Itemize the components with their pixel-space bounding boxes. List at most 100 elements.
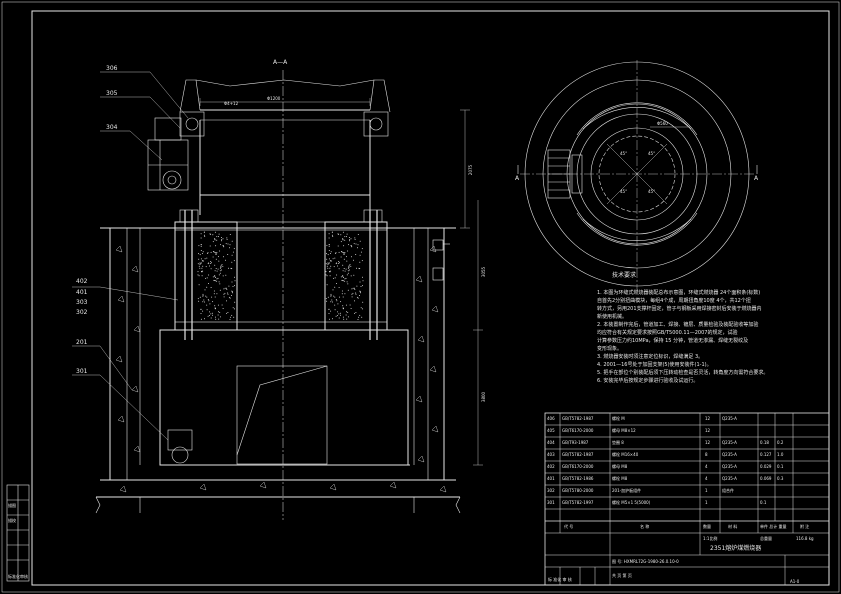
concrete-dot: [209, 265, 210, 267]
parts-cell: 0.127: [760, 452, 772, 457]
concrete-dot: [199, 296, 201, 298]
concrete-dot: [348, 244, 350, 246]
concrete-dot: [347, 272, 349, 274]
part-label: 402: [76, 278, 88, 285]
concrete-dot: [227, 292, 229, 294]
concrete-dot: [215, 245, 217, 247]
total-weight: 116.8 kg: [796, 536, 814, 541]
concrete-dot: [329, 275, 331, 277]
concrete-dot: [233, 248, 235, 250]
concrete-dot: [354, 300, 355, 302]
concrete-dot: [219, 267, 221, 269]
concrete-dot: [347, 289, 349, 291]
burner-body: [174, 209, 388, 340]
concrete-dot: [232, 251, 234, 253]
concrete-dot: [228, 267, 229, 269]
parts-cell: 0.18: [760, 440, 769, 445]
concrete-dot: [337, 245, 339, 247]
concrete-dot: [343, 307, 344, 309]
concrete-dot: [325, 298, 327, 300]
concrete-dot: [345, 256, 347, 258]
concrete-dot: [334, 286, 336, 288]
concrete-dot: [223, 256, 224, 258]
concrete-dot: [198, 253, 199, 255]
plan-view: [517, 60, 758, 290]
concrete-dot: [231, 254, 233, 256]
concrete-dot: [226, 288, 228, 290]
concrete-dot: [209, 303, 211, 305]
concrete-dot: [218, 274, 220, 276]
concrete-dot: [211, 312, 213, 314]
parts-cell: 12: [705, 416, 711, 421]
concrete-dot: [212, 314, 213, 316]
concrete-dot: [329, 270, 330, 272]
concrete-dot: [334, 252, 336, 254]
concrete-dot: [199, 262, 201, 264]
concrete-dot: [346, 311, 347, 313]
concrete-dot: [349, 264, 351, 266]
concrete-dot: [357, 319, 359, 320]
concrete-dot: [343, 253, 345, 255]
concrete-dot: [230, 316, 232, 318]
concrete-dot: [213, 279, 215, 281]
left-strip-label: 标准化审核: [8, 574, 28, 579]
concrete-dot: [229, 247, 230, 249]
concrete-dot: [330, 270, 332, 272]
concrete-dot: [328, 245, 330, 247]
concrete-dot: [346, 274, 348, 276]
concrete-dot: [331, 260, 333, 262]
concrete-dot: [205, 295, 207, 297]
concrete-dot: [210, 317, 212, 319]
concrete-dot: [222, 245, 224, 247]
concrete-dot: [351, 246, 353, 248]
concrete-dot: [328, 313, 330, 314]
concrete-dot: [205, 277, 207, 279]
concrete-dot: [216, 280, 218, 282]
concrete-dot: [212, 234, 214, 236]
concrete-dot: [205, 266, 207, 268]
concrete-dot: [361, 316, 363, 318]
concrete-dot: [210, 233, 212, 235]
concrete-dot: [347, 250, 349, 252]
concrete-dot: [345, 314, 347, 316]
concrete-dot: [342, 270, 344, 272]
title-block: [544, 412, 830, 586]
concrete-dot: [347, 267, 349, 269]
concrete-dot: [336, 300, 338, 302]
concrete-dot: [227, 293, 229, 295]
concrete-dot: [336, 274, 338, 276]
parts-cell: GB/T5782-1987: [562, 452, 594, 457]
concrete-dot: [230, 267, 232, 269]
concrete-dot: [330, 310, 332, 312]
parts-cell: 0.1: [777, 464, 784, 469]
concrete-dot: [219, 270, 221, 272]
concrete-dot: [342, 252, 344, 253]
concrete-dot: [342, 276, 344, 278]
parts-cell: 螺母 M8×12: [612, 428, 636, 433]
concrete-dot: [359, 314, 361, 316]
concrete-dot: [216, 278, 218, 280]
concrete-dot: [224, 287, 226, 289]
tech-note-line: 自首先2分别扭曲模块，每组4个成，周期扭角度10度 4个，共12个扭: [597, 298, 751, 304]
concrete-dot: [231, 292, 233, 294]
concrete-dot: [201, 253, 203, 254]
dim-angle: 45°: [648, 151, 656, 156]
concrete-dot: [226, 312, 228, 314]
concrete-dot: [346, 281, 348, 283]
concrete-dot: [218, 311, 219, 313]
concrete-dot: [331, 299, 333, 301]
concrete-dot: [222, 238, 224, 240]
left-strip-label: 描图: [8, 503, 16, 508]
concrete-dot: [215, 307, 216, 309]
tech-note-line: 5. 把手在部位个别装配后须下压转动检查是否灵活，转角度方向需符合要求。: [597, 370, 769, 376]
dim-top-width: Φ1200: [267, 96, 281, 101]
concrete-dot: [218, 260, 220, 262]
concrete-dot: [362, 285, 363, 287]
concrete-dot: [328, 309, 330, 310]
concrete-dot: [201, 267, 203, 269]
concrete-dot: [356, 285, 358, 287]
part-label: 305: [106, 90, 118, 97]
dim-plan-diameter: Φ560: [657, 121, 668, 126]
section-mark-right: A: [754, 175, 759, 182]
part-label: 304: [106, 124, 118, 131]
